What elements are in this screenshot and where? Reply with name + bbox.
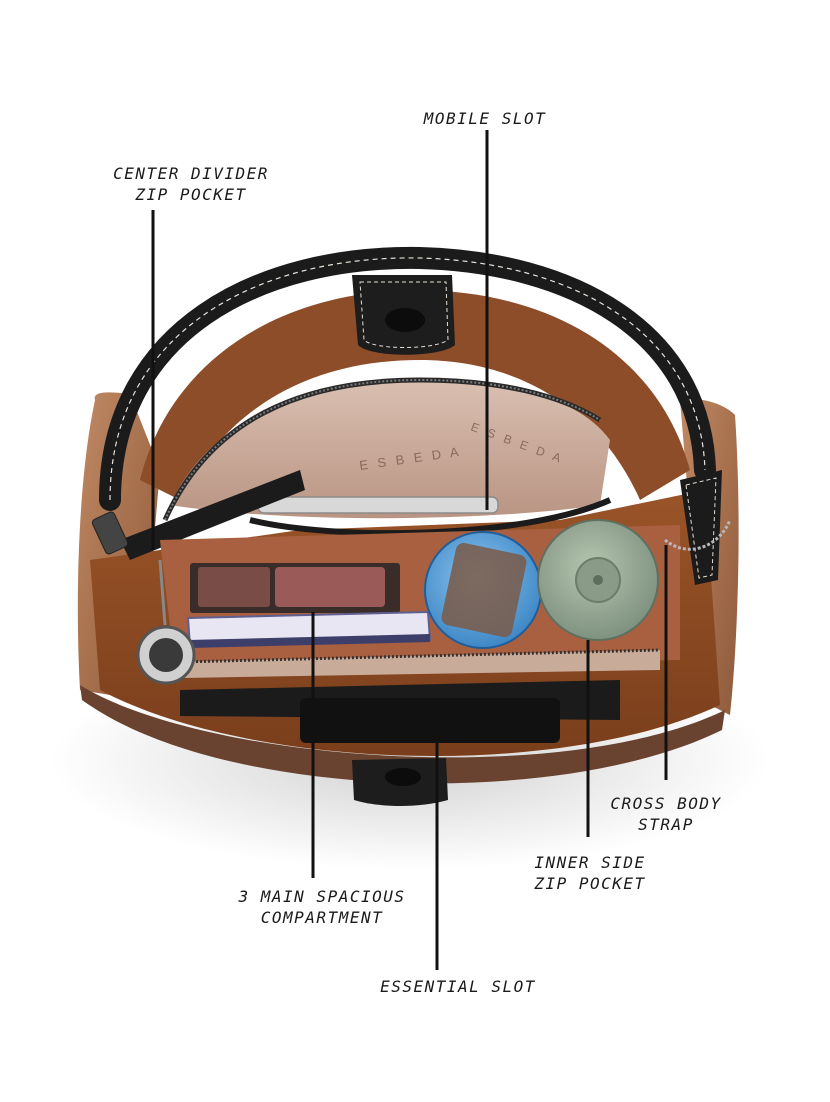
green-compact-center [593, 575, 603, 585]
inner-back-wall [140, 290, 690, 500]
callout-cross-body-strap: CROSS BODY STRAP [610, 794, 722, 834]
callout-main-compartment: 3 MAIN SPACIOUS COMPARTMENT [238, 887, 406, 927]
zip-puller [91, 511, 129, 555]
callout-mobile-slot: MOBILE SLOT [423, 109, 547, 128]
phone [257, 496, 499, 514]
bottom-edge [80, 685, 725, 784]
inner-side-zipper [179, 648, 661, 664]
brand-charm-center [149, 638, 183, 672]
lip-gloss [275, 567, 385, 607]
top-magnet [385, 308, 425, 332]
notebook-cover [188, 634, 430, 648]
strap-stitching [685, 477, 717, 579]
ball-chain [664, 519, 732, 551]
callout-inner-side-zip: INNER SIDE ZIP POCKET [534, 853, 646, 893]
zip-tape [120, 470, 305, 560]
top-tab-stitching [359, 281, 449, 348]
bottom-magnet [385, 768, 421, 786]
callout-center-divider: CENTER DIVIDER ZIP POCKET [113, 164, 269, 204]
center-zipper-teeth [164, 378, 601, 521]
charm-chain [158, 559, 167, 626]
essential-case [300, 698, 560, 743]
compact-bottle [441, 542, 527, 638]
inner-side-pocket [180, 650, 660, 678]
lipstick [198, 567, 270, 607]
handle-stitching [109, 257, 706, 501]
cross-body-strap [680, 470, 722, 585]
callout-essential-slot: ESSENTIAL SLOT [380, 977, 536, 996]
